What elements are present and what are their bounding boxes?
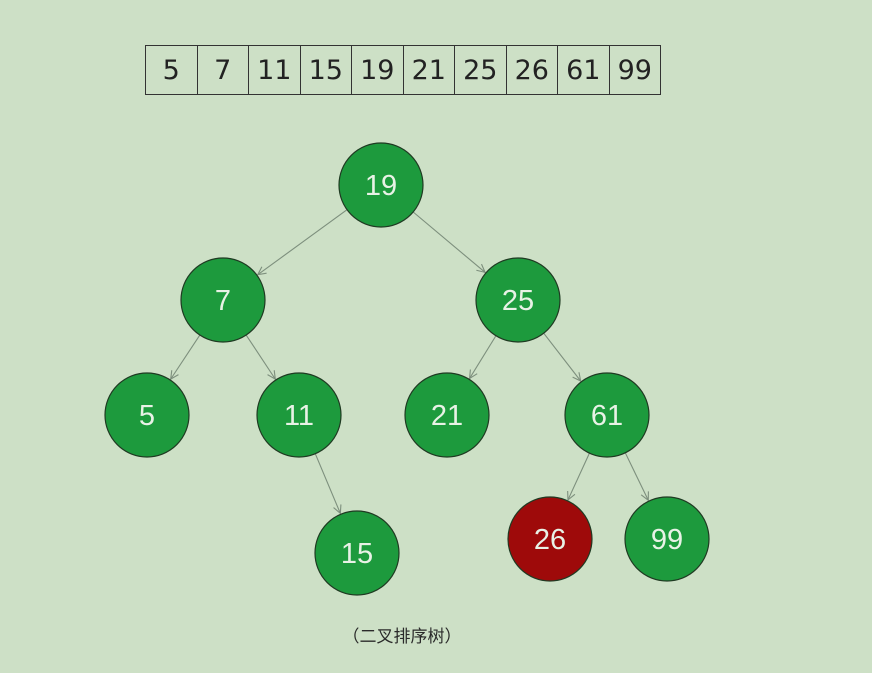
tree-edge bbox=[470, 335, 497, 379]
node-label: 5 bbox=[139, 400, 155, 432]
node-label: 99 bbox=[651, 524, 683, 556]
node-circle bbox=[180, 257, 266, 343]
node-label: 7 bbox=[215, 285, 231, 317]
node-circle bbox=[475, 257, 561, 343]
diagram-caption: （二叉排序树） bbox=[342, 627, 462, 647]
array-cell: 61 bbox=[558, 45, 610, 95]
tree-edges bbox=[171, 209, 649, 514]
tree-node-highlighted: 26 bbox=[507, 496, 593, 582]
tree-edge bbox=[258, 209, 348, 275]
node-label: 25 bbox=[502, 285, 534, 317]
tree-edge bbox=[412, 211, 485, 272]
tree-nodes: 19 7 25 5 11 21 61 15 26 99 bbox=[104, 142, 710, 596]
array-cell: 5 bbox=[146, 45, 198, 95]
node-label: 11 bbox=[284, 400, 314, 432]
node-circle bbox=[256, 372, 342, 458]
array-cell: 99 bbox=[609, 45, 661, 95]
tree-edge bbox=[543, 332, 581, 381]
node-label: 19 bbox=[365, 170, 397, 202]
tree-node: 19 bbox=[338, 142, 424, 228]
array-cell: 7 bbox=[197, 45, 249, 95]
tree-node: 15 bbox=[314, 510, 400, 596]
tree-edge bbox=[568, 452, 590, 500]
node-circle bbox=[624, 496, 710, 582]
array-cell: 25 bbox=[455, 45, 507, 95]
array-cell: 11 bbox=[249, 45, 301, 95]
array-cell: 19 bbox=[352, 45, 404, 95]
array-cell: 21 bbox=[403, 45, 455, 95]
tree-edge bbox=[314, 453, 340, 514]
node-circle bbox=[338, 142, 424, 228]
node-circle bbox=[404, 372, 490, 458]
tree-node: 25 bbox=[475, 257, 561, 343]
tree-node: 99 bbox=[624, 496, 710, 582]
tree-node: 7 bbox=[180, 257, 266, 343]
tree-node: 11 bbox=[256, 372, 342, 458]
tree-edge bbox=[245, 334, 275, 379]
node-label: 26 bbox=[534, 524, 566, 556]
node-label: 61 bbox=[591, 400, 623, 432]
node-label: 15 bbox=[341, 538, 373, 570]
node-circle bbox=[564, 372, 650, 458]
node-circle bbox=[507, 496, 593, 582]
tree-node: 21 bbox=[404, 372, 490, 458]
tree-node: 5 bbox=[104, 372, 190, 458]
node-circle bbox=[314, 510, 400, 596]
node-circle bbox=[104, 372, 190, 458]
tree-edge bbox=[624, 452, 648, 500]
tree-edge bbox=[171, 334, 201, 379]
array-cell: 15 bbox=[300, 45, 352, 95]
array-cell: 26 bbox=[506, 45, 558, 95]
tree-node: 61 bbox=[564, 372, 650, 458]
node-label: 21 bbox=[431, 400, 463, 432]
